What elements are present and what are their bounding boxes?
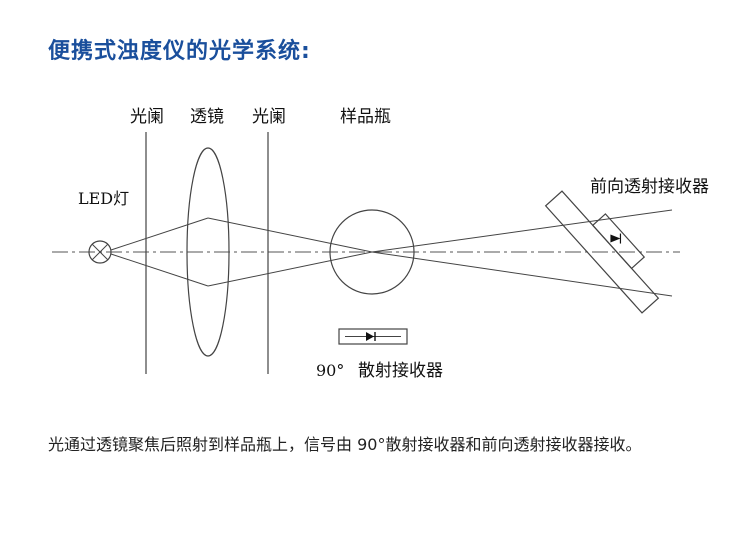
led-lamp-symbol (88, 240, 112, 264)
light-rays (110, 209, 673, 297)
label-aperture-left: 光阑 (130, 107, 164, 127)
scatter-receiver-symbol (338, 328, 408, 345)
label-lens: 透镜 (190, 107, 224, 127)
label-aperture-right: 光阑 (252, 107, 286, 127)
forward-receiver-symbol (544, 190, 660, 314)
description-text: 光通过透镜聚焦后照射到样品瓶上，信号由 90°散射接收器和前向透射接收器接收。 (48, 435, 642, 454)
page-title: 便携式浊度仪的光学系统: (48, 39, 311, 64)
optical-system-diagram: 光阑 透镜 光阑 样品瓶 LED灯 前向透射接收器 90° 散射接收器 (52, 107, 709, 381)
label-led-lamp: LED灯 (78, 189, 129, 208)
sample-bottle-shape (329, 209, 415, 295)
label-sample-bottle: 样品瓶 (340, 107, 391, 127)
label-scatter-receiver: 散射接收器 (358, 361, 443, 381)
label-scatter-angle: 90° (316, 361, 344, 380)
label-forward-receiver: 前向透射接收器 (590, 177, 709, 197)
lens-shape (186, 147, 230, 357)
